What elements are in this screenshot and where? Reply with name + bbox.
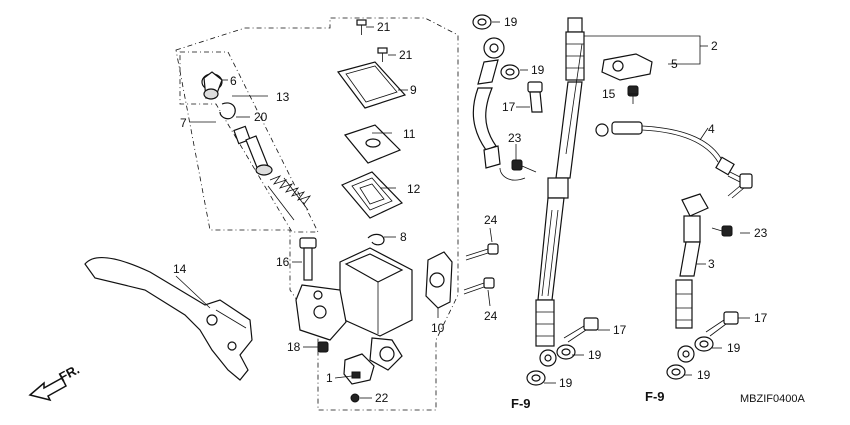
callout-19-f: 19 (697, 368, 711, 382)
reference-f9-right: F-9 (645, 389, 665, 404)
front-brake-hose-main[interactable] (535, 17, 585, 367)
diaphragm[interactable] (341, 171, 404, 219)
callout-23-lower: 23 (754, 226, 768, 240)
bolt-18[interactable] (317, 341, 329, 353)
reservoir-cap[interactable] (336, 61, 407, 109)
holder-bolt-lower[interactable] (463, 277, 495, 295)
washer-19-b[interactable] (500, 64, 520, 80)
washer-19-d[interactable] (556, 344, 576, 360)
callout-5: 5 (671, 57, 678, 71)
bolt-23-upper[interactable] (511, 159, 537, 173)
piston-kit-boundary (179, 51, 319, 233)
callout-4: 4 (708, 122, 715, 136)
master-cylinder-boundary (175, 17, 459, 411)
hose-clamp[interactable] (601, 53, 653, 81)
banjo-bolt-17-upper[interactable] (527, 81, 543, 113)
callout-17-lower: 17 (754, 311, 768, 325)
callout-19-e: 19 (727, 341, 741, 355)
callout-20: 20 (254, 110, 268, 124)
callout-17-upper: 17 (502, 100, 516, 114)
callout-3: 3 (708, 257, 715, 271)
callout-21-lower: 21 (399, 48, 413, 62)
hose-leader (499, 167, 526, 181)
callout-19-d: 19 (588, 348, 602, 362)
washer-19-f[interactable] (666, 364, 686, 380)
callout-14: 14 (173, 262, 187, 276)
callout-8: 8 (400, 230, 407, 244)
callout-19-c: 19 (559, 376, 573, 390)
bolt-23-lower[interactable] (711, 225, 733, 237)
callout-16: 16 (276, 255, 290, 269)
callouts: 21 21 9 11 12 8 6 13 20 7 14 16 18 1 22 … (173, 15, 768, 405)
bolt-15[interactable] (627, 85, 639, 104)
callout-24-upper: 24 (484, 213, 498, 227)
callout-23-upper: 23 (508, 131, 522, 145)
master-cylinder-body[interactable] (295, 247, 413, 371)
leader-lines (175, 21, 750, 399)
callout-19-a: 19 (504, 15, 518, 29)
callout-9: 9 (410, 83, 417, 97)
banjo-bolt-17-mid[interactable] (563, 317, 599, 343)
screw-21-lower[interactable] (377, 47, 388, 62)
callout-24-lower: 24 (484, 309, 498, 323)
reference-f9-left: F-9 (511, 396, 531, 411)
stop-switch[interactable] (343, 353, 375, 385)
holder-bolt-upper[interactable] (465, 243, 499, 261)
pivot-bolt[interactable] (299, 237, 317, 281)
diagram-code: MBZIF0400A (740, 393, 805, 405)
lower-brake-hose[interactable] (675, 193, 709, 363)
clip-8[interactable] (367, 233, 385, 246)
callout-6: 6 (230, 74, 237, 88)
callout-21-top: 21 (377, 20, 391, 34)
callout-17-mid: 17 (613, 323, 627, 337)
washer-19-e[interactable] (694, 336, 714, 352)
banjo-bolt-17-lower[interactable] (705, 311, 739, 337)
callout-19-b: 19 (531, 63, 545, 77)
callout-12: 12 (407, 182, 421, 196)
callout-22: 22 (375, 391, 389, 405)
washer-19-a[interactable] (472, 14, 492, 30)
callout-1: 1 (326, 371, 333, 385)
callout-10: 10 (431, 321, 445, 335)
screw-21-top[interactable] (356, 19, 367, 35)
circlip[interactable] (219, 102, 236, 120)
piston[interactable] (233, 125, 273, 176)
callout-2: 2 (711, 39, 718, 53)
washer-19-c[interactable] (526, 370, 546, 386)
callout-13: 13 (276, 90, 290, 104)
screw-22[interactable] (350, 393, 360, 403)
front-direction-arrow-icon (28, 376, 67, 402)
callout-15: 15 (602, 87, 616, 101)
brake-pipe[interactable] (595, 121, 753, 199)
piston-spring[interactable] (267, 175, 312, 221)
callout-11: 11 (403, 127, 416, 141)
callout-18: 18 (287, 340, 301, 354)
callout-7: 7 (180, 116, 187, 130)
brake-lever[interactable] (84, 257, 253, 381)
cup-boot[interactable] (201, 71, 223, 100)
upper-hose-joint[interactable] (472, 37, 505, 169)
